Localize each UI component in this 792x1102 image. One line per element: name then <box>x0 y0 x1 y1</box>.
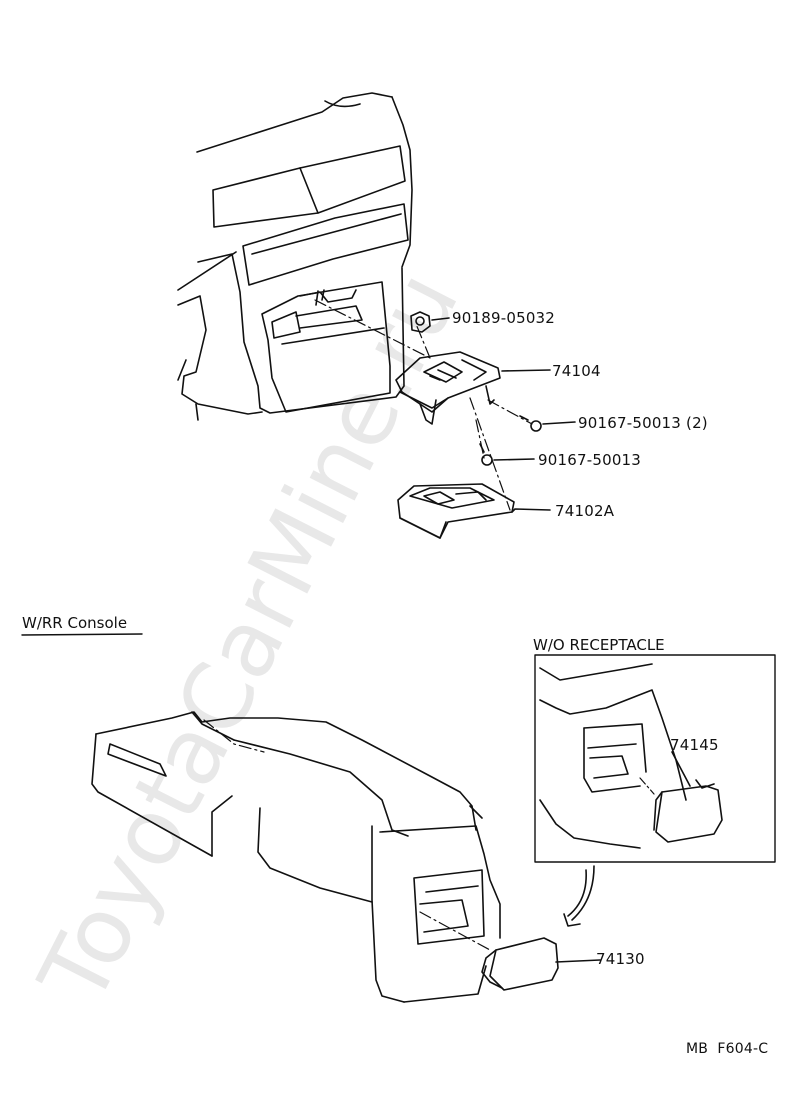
part-label-74145: 74145 <box>670 736 719 754</box>
assembly-leaders-lower <box>203 719 491 951</box>
part-label-74102A: 74102A <box>555 502 615 520</box>
reference-arrow <box>563 865 595 927</box>
screw-lower <box>479 443 535 466</box>
part-label-90167-50013: 90167-50013 <box>538 451 642 469</box>
instrument-panel <box>177 92 413 421</box>
cover-74130 <box>481 937 601 991</box>
figure-code: MB F604-C <box>686 1041 769 1057</box>
ashtray-74102A <box>397 483 551 539</box>
section-underline <box>21 633 143 636</box>
inset-wo-receptacle <box>534 654 776 863</box>
section-title-wo-receptacle: W/O RECEPTACLE <box>533 636 665 654</box>
assembly-leaders-upper <box>314 299 533 511</box>
screw-upper <box>519 415 576 432</box>
part-label-90189-05032: 90189-05032 <box>452 309 556 327</box>
part-label-74104: 74104 <box>552 362 601 380</box>
section-title-rr-console: W/RR Console <box>22 614 128 632</box>
rear-console <box>91 711 501 1003</box>
bracket-74104 <box>395 351 551 425</box>
nut-90189-05032 <box>410 311 450 333</box>
part-label-90167-50013-x2: 90167-50013 (2) <box>578 414 708 432</box>
part-label-74130: 74130 <box>596 950 645 968</box>
